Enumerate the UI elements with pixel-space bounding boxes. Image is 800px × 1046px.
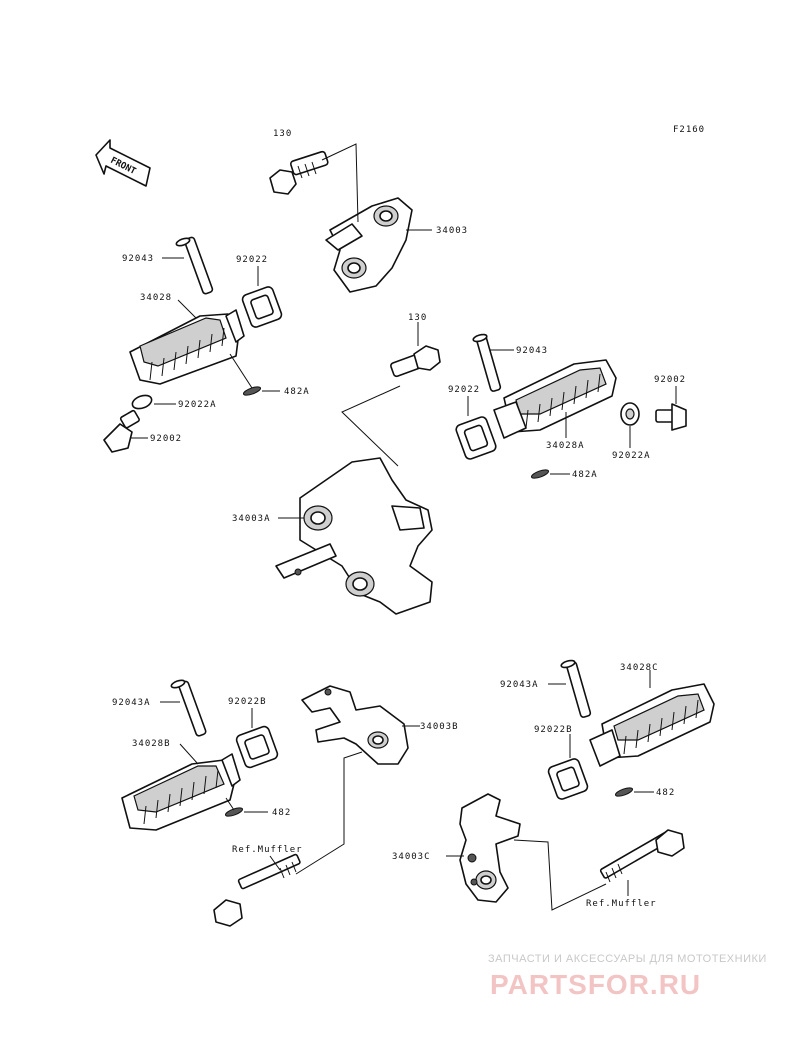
label-92043: 92043: [122, 254, 154, 264]
rubber-92022-right: [455, 416, 497, 460]
washer-92022A-right: [620, 402, 640, 426]
label-92022B-left: 92022B: [228, 697, 267, 707]
label-92022: 92022: [236, 255, 268, 265]
label-34028A: 34028A: [546, 441, 585, 451]
label-482A-left: 482A: [284, 387, 310, 397]
label-92043-right: 92043: [516, 346, 548, 356]
rubber-92022-left: [241, 286, 283, 328]
label-34003C: 34003C: [392, 852, 431, 862]
cotter-482A-right: [530, 469, 550, 479]
label-92022-right: 92022: [448, 385, 480, 395]
label-92043A-left: 92043A: [112, 698, 151, 708]
label-92002-left: 92002: [150, 434, 182, 444]
front-arrow-icon: FRONT: [95, 139, 151, 187]
label-92022A-right: 92022A: [612, 451, 651, 461]
rubber-92022B-right: [547, 758, 589, 800]
label-ref-muffler-right: Ref.Muffler: [586, 899, 657, 909]
label-482-right: 482: [656, 788, 675, 798]
bracket-34003: [325, 197, 413, 293]
cotter-482-right: [614, 787, 634, 797]
bracket-34003A: [275, 457, 433, 615]
footpeg-34028B: [121, 753, 241, 831]
label-34028: 34028: [140, 293, 172, 303]
label-92022B-right: 92022B: [534, 725, 573, 735]
plug-92002-right: [655, 403, 687, 431]
pin-92043-left: [175, 236, 214, 295]
label-92002-right: 92002: [654, 375, 686, 385]
leader-130-34003A: [341, 385, 401, 467]
label-92043A-right: 92043A: [500, 680, 539, 690]
cotter-482A-left: [242, 386, 262, 396]
label-92022A-left: 92022A: [178, 400, 217, 410]
leader-34003B-muffler: [295, 751, 363, 875]
bracket-34003C: [459, 793, 521, 903]
bolt-130-top: [269, 150, 329, 195]
bolt-muffler-right: [599, 829, 685, 883]
bracket-34003B: [301, 685, 409, 765]
label-34028C: 34028C: [620, 663, 659, 673]
label-ref-muffler-left: Ref.Muffler: [232, 845, 303, 855]
footpeg-34028C: [589, 683, 715, 767]
footpeg-34028: [129, 309, 245, 385]
label-482A-right: 482A: [572, 470, 598, 480]
rubber-92022B-left: [235, 725, 279, 769]
cotter-482-left: [224, 807, 244, 817]
label-34028B: 34028B: [132, 739, 171, 749]
pin-92043A-left: [170, 679, 207, 737]
bolt-muffler-left: [213, 853, 301, 927]
washer-92022A-left: [131, 394, 153, 410]
plug-92002-left: [103, 409, 140, 453]
figure-code: F2160: [673, 125, 705, 135]
bolt-130-center: [390, 345, 441, 378]
leader-34003C-muffler: [513, 839, 607, 911]
watermark-brand: PARTSFOR.RU: [490, 969, 701, 1000]
label-130-center: 130: [408, 313, 427, 323]
label-34003A: 34003A: [232, 514, 271, 524]
pin-92043-right: [472, 333, 502, 392]
leader-130-34003: [321, 143, 359, 223]
label-482-left: 482: [272, 808, 291, 818]
label-34003B: 34003B: [420, 722, 459, 732]
pin-92043A-right: [560, 659, 592, 718]
footpeg-34028A: [493, 359, 617, 439]
watermark-tagline: ЗАПЧАСТИ И АКСЕССУАРЫ ДЛЯ МОТОТЕХНИКИ: [488, 953, 767, 965]
label-130: 130: [273, 129, 292, 139]
label-34003: 34003: [436, 226, 468, 236]
